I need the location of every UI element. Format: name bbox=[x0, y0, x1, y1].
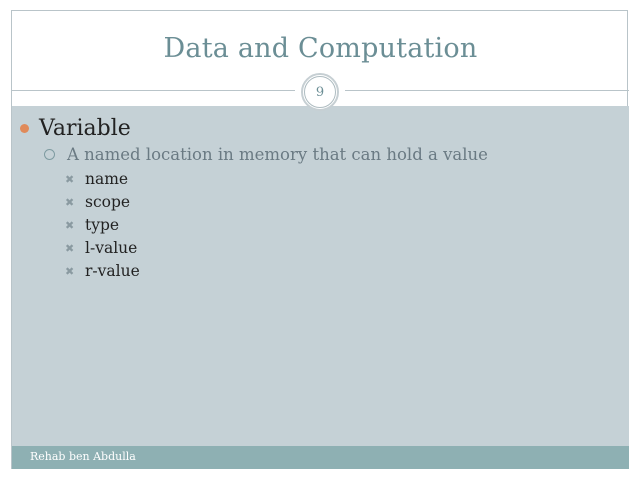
attribute-item: ✖ r-value bbox=[65, 262, 140, 280]
x-mark-icon: ✖ bbox=[65, 264, 75, 278]
x-mark-icon: ✖ bbox=[65, 172, 75, 186]
content-area bbox=[12, 106, 629, 446]
page-number-badge: 9 bbox=[301, 73, 339, 111]
attribute-text: r-value bbox=[85, 262, 140, 280]
attribute-item: ✖ name bbox=[65, 170, 128, 188]
bullet-definition: A named location in memory that can hold… bbox=[44, 145, 488, 164]
attribute-text: type bbox=[85, 216, 120, 234]
page-number: 9 bbox=[315, 84, 325, 100]
x-mark-icon: ✖ bbox=[65, 195, 75, 209]
slide-title: Data and Computation bbox=[163, 33, 478, 64]
title-rule-right bbox=[345, 90, 629, 91]
x-mark-icon: ✖ bbox=[65, 241, 75, 255]
attribute-item: ✖ type bbox=[65, 216, 119, 234]
footer-author: Rehab ben Abdulla bbox=[30, 450, 136, 463]
attribute-item: ✖ l-value bbox=[65, 239, 137, 257]
attribute-text: name bbox=[85, 170, 129, 188]
attribute-text: l-value bbox=[85, 239, 138, 257]
definition-text: A named location in memory that can hold… bbox=[67, 145, 488, 164]
hollow-circle-icon bbox=[44, 149, 55, 160]
title-rule-left bbox=[12, 90, 295, 91]
attribute-item: ✖ scope bbox=[65, 193, 130, 211]
footer-bar: Rehab ben Abdulla bbox=[12, 446, 629, 469]
filled-circle-icon bbox=[20, 124, 29, 133]
x-mark-icon: ✖ bbox=[65, 218, 75, 232]
attribute-text: scope bbox=[85, 193, 131, 211]
bullet-variable: Variable bbox=[20, 116, 131, 141]
bullet-heading: Variable bbox=[39, 116, 131, 141]
slide: Data and Computation 9 Variable A named … bbox=[11, 10, 629, 469]
